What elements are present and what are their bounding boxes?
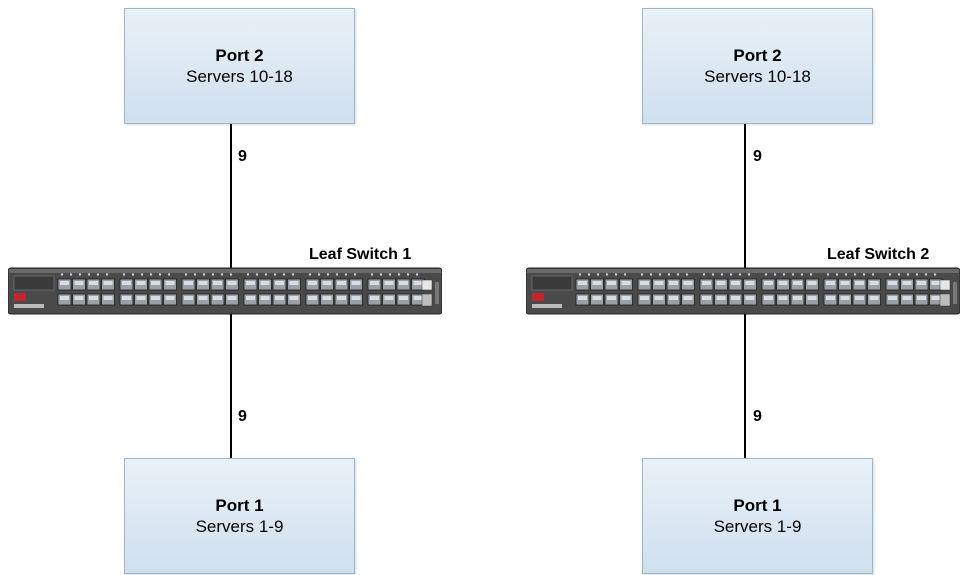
right-port2-box: Port 2 Servers 10-18 — [642, 8, 873, 124]
left-port1-servers: Servers 1-9 — [195, 517, 284, 536]
left-bottom-link-label: 9 — [238, 408, 247, 425]
switch-logo-badge — [14, 293, 26, 301]
left-port1-title: Port 1 — [215, 496, 264, 515]
right-top-link-label: 9 — [753, 148, 762, 165]
left-bottom-link — [230, 314, 232, 460]
right-bottom-link-label: 9 — [753, 408, 762, 425]
left-top-link-label: 9 — [238, 148, 247, 165]
left-port1-box: Port 1 Servers 1-9 — [124, 458, 355, 574]
right-switch-label: Leaf Switch 2 — [827, 246, 930, 263]
right-port2-title: Port 2 — [733, 46, 782, 65]
left-switch-label: Leaf Switch 1 — [309, 246, 412, 263]
leaf-switch-1 — [8, 266, 442, 316]
left-top-link — [230, 124, 232, 268]
right-port1-servers: Servers 1-9 — [713, 517, 802, 536]
left-port2-title: Port 2 — [215, 46, 264, 65]
left-port2-box: Port 2 Servers 10-18 — [124, 8, 355, 124]
right-bottom-link — [744, 314, 746, 460]
switch-logo-badge — [532, 293, 544, 301]
right-port1-title: Port 1 — [733, 496, 782, 515]
left-port2-servers: Servers 10-18 — [186, 67, 293, 86]
leaf-switch-2 — [526, 266, 960, 316]
right-top-link — [744, 124, 746, 268]
right-port2-servers: Servers 10-18 — [704, 67, 811, 86]
right-port1-box: Port 1 Servers 1-9 — [642, 458, 873, 574]
